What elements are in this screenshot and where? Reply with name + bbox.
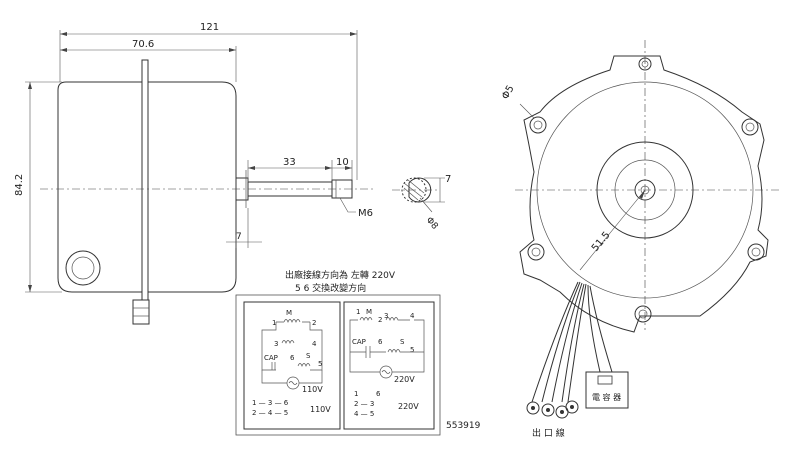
part-number: 553919: [446, 421, 481, 431]
dim-diameter: Φ8: [424, 216, 440, 232]
dim-height: 84.2: [14, 174, 25, 196]
shaft-section: 7 Φ8: [392, 174, 451, 232]
dim-shaft-length: 33: [283, 157, 296, 168]
wire-terminals: [526, 400, 579, 419]
right-label-4: 4: [410, 312, 415, 320]
right-label-5: 5: [410, 346, 414, 354]
left-table-row-1: 1 — 3 — 6: [252, 399, 289, 407]
capacitor-label: 電 容 器: [592, 392, 621, 402]
right-label-m: M: [366, 308, 372, 316]
wiring-panel-220v: 1 M 2 3 4 CAP 6 S 5 220V 1 6 2 — 3 4 — 5…: [349, 308, 425, 418]
left-voltage: 110V: [302, 385, 323, 394]
dim-radius: 51.5: [590, 230, 613, 254]
left-label-m: M: [286, 309, 292, 317]
wiring-heading-2: 5 6 交換改變方向: [295, 282, 366, 294]
right-table-row-1b: 6: [376, 390, 381, 398]
shaft-section-outline: [408, 177, 432, 203]
mounting-plate: [141, 59, 149, 324]
mounting-bolt: [132, 299, 150, 325]
wiring-frame: [235, 294, 441, 436]
side-view: 121 70.6 84.2 33 10 M6 7: [14, 22, 375, 325]
right-label-2: 2: [378, 316, 382, 324]
dim-body-length: 70.6: [132, 39, 154, 50]
right-voltage: 220V: [394, 375, 415, 384]
left-label-3: 3: [274, 340, 278, 348]
right-table-voltage: 220V: [398, 402, 419, 411]
left-label-cap: CAP: [264, 354, 278, 362]
motor-casing-outline: [519, 55, 769, 333]
dim-overall-length: 121: [200, 22, 219, 33]
left-table-row-2: 2 — 4 — 5: [252, 409, 288, 417]
right-table-row-1a: 1: [354, 390, 358, 398]
left-label-2: 2: [312, 319, 316, 327]
left-label-1: 1: [272, 319, 276, 327]
right-label-3: 3: [384, 312, 388, 320]
dim-hole-diameter: Φ5: [500, 84, 517, 102]
right-label-1: 1: [356, 308, 360, 316]
left-label-6: 6: [290, 354, 295, 362]
left-label-4: 4: [312, 340, 317, 348]
thread-callout: M6: [358, 208, 373, 219]
right-table-row-2: 2 — 3: [354, 400, 374, 408]
right-label-s: S: [400, 338, 405, 346]
lead-wires: [531, 281, 613, 403]
mounting-holes: [527, 57, 765, 323]
dim-flat: 7: [445, 174, 451, 185]
left-table-voltage: 110V: [310, 405, 331, 414]
vent-hole: [65, 250, 101, 286]
lead-label: 出 口 線: [532, 427, 565, 439]
right-label-cap: CAP: [352, 338, 366, 346]
dim-shaft-tip: 10: [336, 157, 349, 168]
left-label-s: S: [306, 352, 311, 360]
right-label-6: 6: [378, 338, 383, 346]
wiring-diagram: 出廠接線方向為 左轉 220V 5 6 交換改變方向 M 1 2 3 4 CAP…: [235, 269, 481, 436]
motor-body-outline: [57, 81, 237, 293]
wiring-panel-110v: M 1 2 3 4 CAP 6 S 5 110V 1 — 3 — 6 2 — 4…: [252, 309, 331, 417]
wiring-heading-1: 出廠接線方向為 左轉 220V: [285, 269, 396, 281]
front-view: Φ5 51.5 出 口 線 電 容 器: [500, 40, 780, 439]
right-table-row-3: 4 — 5: [354, 410, 374, 418]
left-label-5: 5: [318, 360, 322, 368]
dim-shaft-offset: 7: [236, 232, 242, 242]
